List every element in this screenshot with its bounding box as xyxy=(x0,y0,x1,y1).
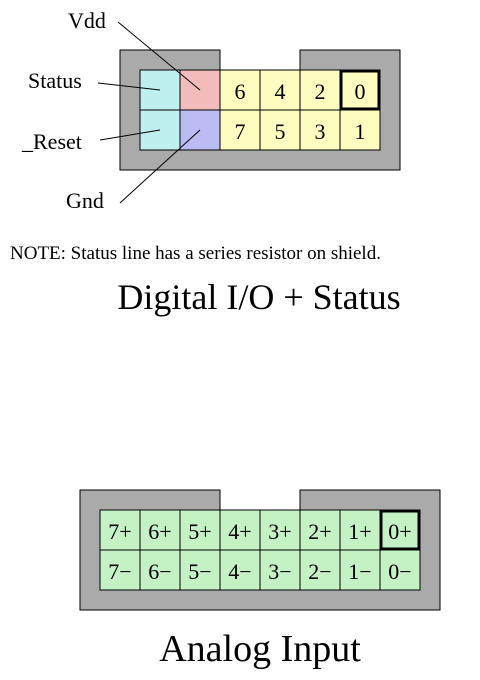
analog-pin-label: 7+ xyxy=(108,519,131,544)
analog-pin-label: 2− xyxy=(308,559,331,584)
analog-pin-label: 4− xyxy=(228,559,251,584)
io-pin-cell xyxy=(259,69,301,111)
digital-pin-label: 5 xyxy=(275,119,286,144)
analog-pin-cell xyxy=(219,549,261,591)
digital-pin-label: 7 xyxy=(235,119,246,144)
vdd-leader-line xyxy=(117,21,201,91)
analog-pin-cell xyxy=(179,509,221,551)
analog-pin-label: 5− xyxy=(188,559,211,584)
analog-pin-cell xyxy=(299,509,341,551)
analog-pin-label: 4+ xyxy=(228,519,251,544)
analog-pin-label: 6+ xyxy=(148,519,171,544)
io-pin-cell xyxy=(299,69,341,111)
digital-pin-label: 6 xyxy=(235,79,246,104)
digital-title: Digital I/O + Status xyxy=(117,277,400,317)
digital-pin-label: 4 xyxy=(275,79,286,104)
digital-connector: 6 4 2 0 7 5 3 1 Vdd Status _Reset Gnd xyxy=(21,8,401,213)
analog-connector: 7+ 6+ 5+ 4+ 3+ 2+ 1+ 0+ 7− 6− 5− 4− 3− 2− 1− 0− xyxy=(79,489,441,611)
gnd-leader-line xyxy=(119,129,201,204)
analog-pin-cell xyxy=(139,549,181,591)
digital-pin-label: 2 xyxy=(315,79,326,104)
analog-pin-label: 1+ xyxy=(348,519,371,544)
analog-pin-cell xyxy=(99,549,141,591)
analog-pin-label: 1− xyxy=(348,559,371,584)
analog-pin-label: 2+ xyxy=(308,519,331,544)
gnd-label: Gnd xyxy=(66,188,104,213)
analog-pins: 7+ 6+ 5+ 4+ 3+ 2+ 1+ 0+ 7− 6− 5− 4− 3− 2− 1− 0− xyxy=(99,509,421,591)
io-pin-cell xyxy=(339,109,381,151)
digital-pin-label: 0 xyxy=(355,79,366,104)
analog-pin-label: 0+ xyxy=(388,519,411,544)
analog-pin-label: 3+ xyxy=(268,519,291,544)
shield-note: NOTE: Status line has a series resistor … xyxy=(10,243,381,264)
digital-io-pins: 6 4 2 0 7 5 3 1 xyxy=(219,69,381,151)
vdd-label: Vdd xyxy=(68,8,106,33)
analog-pin-label: 7− xyxy=(108,559,131,584)
analog-pin-cell xyxy=(259,549,301,591)
pin-0-highlight xyxy=(339,69,381,111)
status-label: Status xyxy=(28,68,82,93)
reset-leader-line xyxy=(99,129,161,141)
io-pin-cell xyxy=(259,109,301,151)
analog-pin-label: 6− xyxy=(148,559,171,584)
analog-title: Analog Input xyxy=(159,628,361,670)
pin-0-plus-highlight xyxy=(379,509,421,551)
status-leader-line xyxy=(97,82,161,91)
analog-pin-cell xyxy=(99,509,141,551)
digital-pin-label: 1 xyxy=(355,119,366,144)
analog-pin-label: 5+ xyxy=(188,519,211,544)
reset-label: _Reset xyxy=(21,129,82,154)
analog-pin-cell xyxy=(339,509,381,551)
analog-pin-label: 3− xyxy=(268,559,291,584)
analog-pin-label: 0− xyxy=(388,559,411,584)
digital-pin-label: 3 xyxy=(315,119,326,144)
